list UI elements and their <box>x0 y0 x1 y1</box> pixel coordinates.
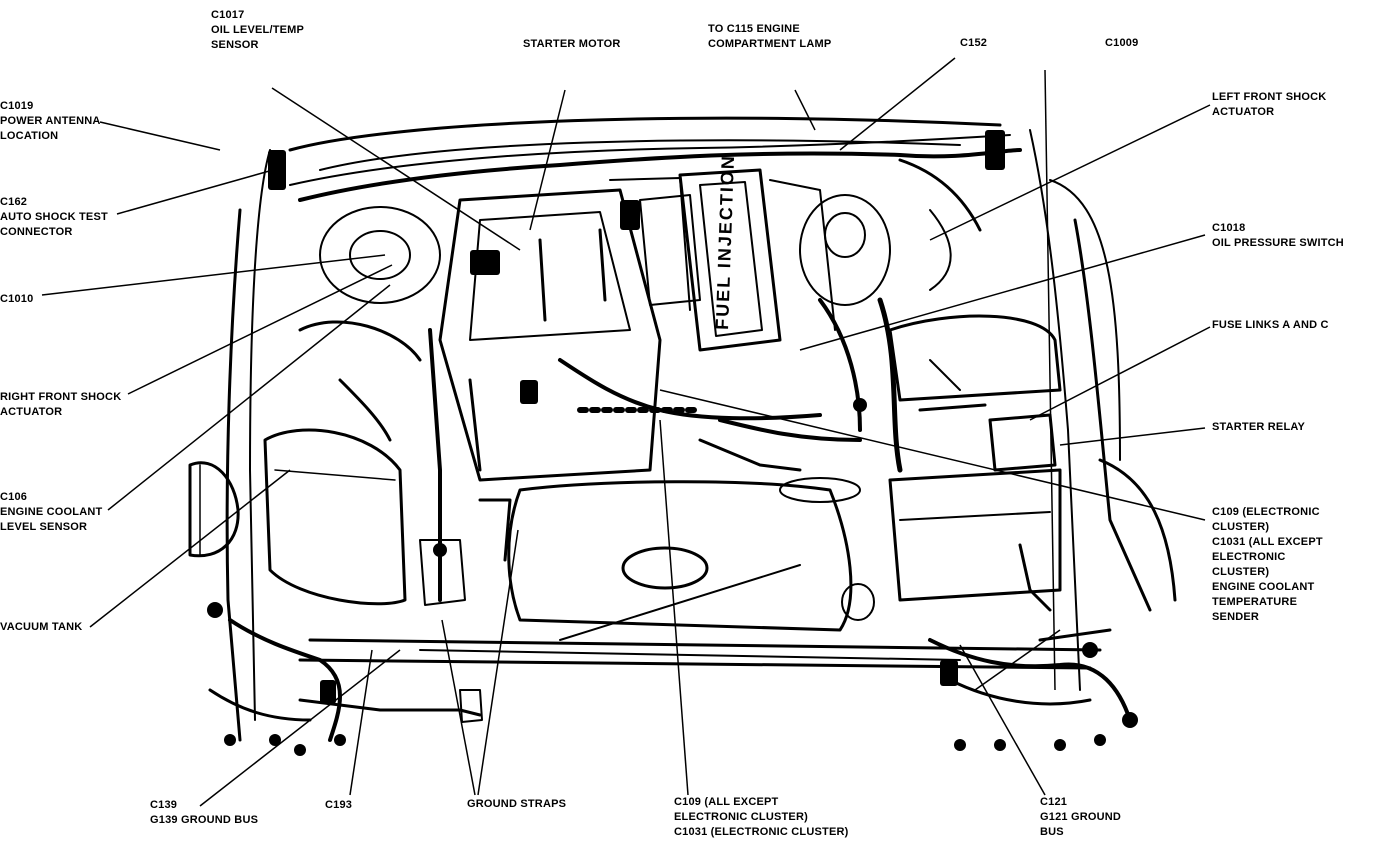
leader-c115 <box>794 89 816 131</box>
label-c106: C106 ENGINE COOLANT LEVEL SENSOR <box>0 491 103 533</box>
label-c109-right: C109 (ELECTRONIC CLUSTER) C1031 (ALL EXC… <box>1212 506 1323 623</box>
label-c193: C193 <box>325 799 353 811</box>
leader-c1009 <box>1044 69 1056 691</box>
label-left-front-shock: LEFT FRONT SHOCK ACTUATOR <box>1212 91 1327 118</box>
left-corner-harness <box>228 618 342 742</box>
leader-fuse-links <box>1029 326 1211 421</box>
intake-stamp: FUEL INJECTION <box>712 154 738 330</box>
label-c1018: C1018 OIL PRESSURE SWITCH <box>1212 222 1344 249</box>
label-vacuum-tank: VACUUM TANK <box>0 621 83 633</box>
label-c1019: C1019 POWER ANTENNA LOCATION <box>0 100 101 142</box>
label-ground-straps: GROUND STRAPS <box>467 798 567 810</box>
label-c139: C139 G139 GROUND BUS <box>150 799 259 826</box>
leader-c1010 <box>41 254 386 296</box>
fender-outline <box>225 208 242 742</box>
leader-left-front-shock <box>929 104 1211 241</box>
intake-plenum <box>678 168 782 352</box>
label-c152: C152 <box>960 37 988 49</box>
leader-c193 <box>349 649 373 796</box>
coolant-reservoir <box>263 428 407 606</box>
label-c115: TO C115 ENGINE COMPARTMENT LAMP <box>708 23 832 50</box>
leader-ground-straps-a <box>441 619 476 796</box>
label-starter-relay: STARTER RELAY <box>1212 421 1306 433</box>
leader-c1018 <box>799 234 1206 351</box>
battery <box>888 468 1062 602</box>
leader-starter-relay <box>1059 427 1206 446</box>
leader-c109-bottom <box>659 419 689 796</box>
label-c1010: C1010 <box>0 293 34 305</box>
leader-c152 <box>839 57 956 151</box>
transaxle <box>507 480 853 632</box>
radiator-support <box>308 638 1102 652</box>
leader-c106 <box>107 284 391 511</box>
engine-block <box>438 188 662 482</box>
battery-tray <box>888 314 1062 402</box>
label-fuse-links: FUSE LINKS A AND C <box>1212 319 1329 331</box>
label-c162: C162 AUTO SHOCK TEST CONNECTOR <box>0 196 108 238</box>
leader-c1017 <box>271 87 521 251</box>
leader-starter-motor <box>529 89 566 231</box>
leader-c139 <box>199 649 401 807</box>
firewall-harness <box>298 148 1022 202</box>
vacuum-tank <box>188 461 240 558</box>
leader-right-front-shock <box>127 264 393 395</box>
label-c121: C121 G121 GROUND BUS <box>1040 796 1122 838</box>
leader-c121-b <box>974 629 1061 691</box>
leader-c162 <box>116 167 281 215</box>
label-starter-motor: STARTER MOTOR <box>523 38 621 50</box>
fender-outline <box>1073 218 1152 612</box>
leader-ground-straps-b <box>477 529 519 796</box>
leader-vacuum-tank <box>89 469 291 628</box>
label-c1017: C1017 OIL LEVEL/TEMP SENSOR <box>211 9 305 51</box>
leader-c121 <box>959 644 1046 796</box>
leader-c1019 <box>99 121 221 151</box>
c162-connector-icon <box>268 150 286 190</box>
left-strut-tower <box>799 194 891 306</box>
right-strut-tower <box>319 206 441 304</box>
leader-lines <box>41 57 1211 807</box>
label-c1009: C1009 <box>1105 37 1139 49</box>
cowl <box>288 116 1002 152</box>
label-right-front-shock: RIGHT FRONT SHOCK ACTUATOR <box>0 391 122 418</box>
label-c109-bottom: C109 (ALL EXCEPT ELECTRONIC CLUSTER) C10… <box>674 796 849 838</box>
leader-c109-right <box>659 389 1206 521</box>
